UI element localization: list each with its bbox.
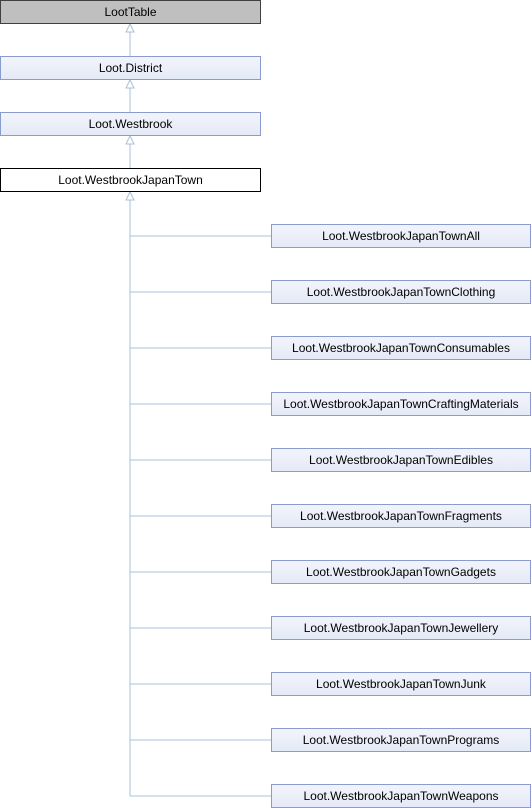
node-child-craftingmaterials[interactable]: Loot.WestbrookJapanTownCraftingMaterials: [271, 392, 531, 416]
node-child-jewellery[interactable]: Loot.WestbrookJapanTownJewellery: [271, 616, 531, 640]
node-child-all[interactable]: Loot.WestbrookJapanTownAll: [271, 224, 531, 248]
node-child-weapons[interactable]: Loot.WestbrookJapanTownWeapons: [271, 784, 531, 808]
inheritance-arrowhead: [125, 134, 135, 145]
node-loot-westbrook[interactable]: Loot.Westbrook: [0, 112, 261, 136]
inheritance-arrowhead: [125, 78, 135, 89]
node-loottable[interactable]: LootTable: [0, 0, 261, 24]
inheritance-arrowhead: [125, 22, 135, 33]
node-child-edibles[interactable]: Loot.WestbrookJapanTownEdibles: [271, 448, 531, 472]
node-child-junk[interactable]: Loot.WestbrookJapanTownJunk: [271, 672, 531, 696]
node-child-gadgets[interactable]: Loot.WestbrookJapanTownGadgets: [271, 560, 531, 584]
node-child-fragments[interactable]: Loot.WestbrookJapanTownFragments: [271, 504, 531, 528]
inheritance-arrowhead: [125, 190, 135, 201]
node-child-consumables[interactable]: Loot.WestbrookJapanTownConsumables: [271, 336, 531, 360]
node-child-programs[interactable]: Loot.WestbrookJapanTownPrograms: [271, 728, 531, 752]
node-child-clothing[interactable]: Loot.WestbrookJapanTownClothing: [271, 280, 531, 304]
node-loot-westbrookjapantown[interactable]: Loot.WestbrookJapanTown: [0, 168, 261, 192]
node-loot-district[interactable]: Loot.District: [0, 56, 261, 80]
